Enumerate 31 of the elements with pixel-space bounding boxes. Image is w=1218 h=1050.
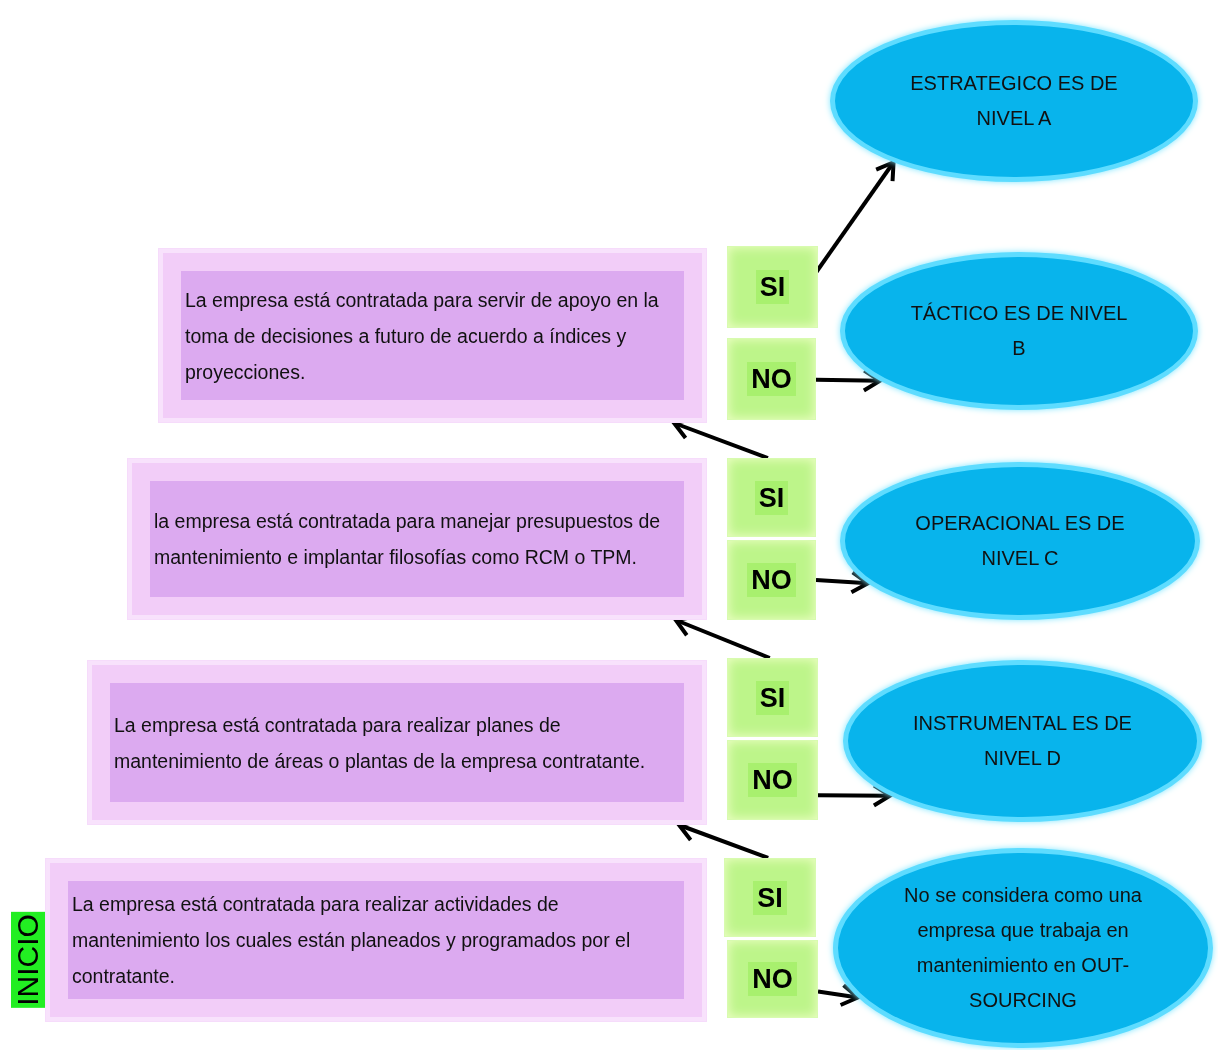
- arrow: [815, 570, 870, 595]
- choice-box: [724, 858, 816, 937]
- choice-box: [727, 940, 818, 1018]
- choice-label: SI: [753, 880, 787, 915]
- choice-box: [727, 458, 816, 537]
- choice-box: [727, 540, 816, 620]
- result-text: ESTRATEGICO ES DE NIVEL A: [909, 71, 1119, 131]
- choice-box: [727, 740, 818, 820]
- process-box: [127, 458, 707, 620]
- choice-label: NO: [748, 962, 797, 996]
- result-text: INSTRUMENTAL ES DE NIVEL D: [912, 711, 1133, 771]
- box-text: la empresa está contratada para manejar presupuestos de mantenimiento e implantar filosofías como RCM o TPM.: [150, 481, 684, 597]
- box-text: La empresa está contratada para realizar actividades de mantenimiento los cuales están planeados y programados por el contratante.: [68, 881, 684, 999]
- choice-label: SI: [755, 270, 790, 304]
- choice-label: SI: [755, 680, 790, 715]
- result-text: No se considera como una empresa que trabaja en mantenimiento en OUT-SOURCING: [903, 883, 1143, 1013]
- box-text: La empresa está contratada para servir de apoyo en la toma de decisiones a futuro de acuerdo a índices y proyecciones.: [181, 271, 684, 400]
- result-text: TÁCTICO ES DE NIVEL B: [909, 301, 1129, 361]
- choice-box: [727, 658, 818, 737]
- choice-box: [727, 246, 818, 328]
- process-box: [87, 660, 707, 825]
- choice-label: SI: [754, 480, 789, 515]
- choice-label: NO: [748, 763, 797, 797]
- choice-box: [727, 338, 816, 420]
- start-label: INICIO: [11, 912, 45, 1008]
- arrow: [817, 983, 860, 1007]
- result-text: OPERACIONAL ES DE NIVEL C: [914, 511, 1126, 571]
- choice-label: NO: [747, 362, 796, 396]
- box-text: La empresa está contratada para realizar planes de mantenimiento de áreas o plantas de la empresa contratante.: [110, 683, 684, 802]
- process-box: [158, 248, 707, 423]
- choice-label: NO: [747, 563, 796, 597]
